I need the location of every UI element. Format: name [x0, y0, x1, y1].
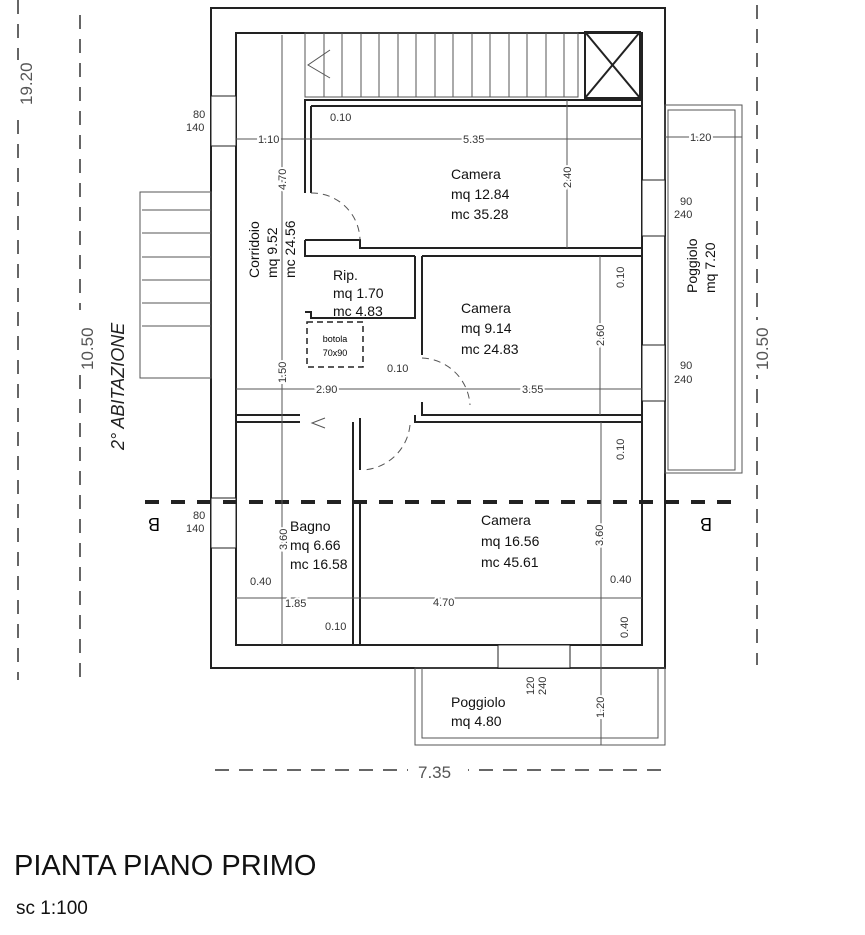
dimension-lines	[236, 35, 742, 745]
window-3-height: 240	[674, 374, 692, 386]
dim-0-40-c: 0.40	[619, 617, 631, 638]
dim-0-10-d: 0.10	[615, 439, 627, 460]
room-area: mq 4.80	[451, 713, 502, 729]
window-1	[210, 95, 237, 147]
room-volume: mc 24.56	[282, 220, 298, 278]
room-volume: mc 45.61	[481, 554, 539, 570]
room-name: Bagno	[290, 518, 331, 534]
dim-1-20-right: 1.20	[690, 132, 711, 144]
window-5-height: 240	[537, 677, 549, 695]
balcony-right	[664, 104, 743, 474]
dim-2-40: 2.40	[562, 167, 574, 188]
room-name: Corridoio	[246, 221, 262, 278]
dim-left-height: 10.50	[78, 327, 97, 370]
window-2-width: 90	[680, 196, 692, 208]
door-swing-camera1	[310, 192, 361, 241]
window-5	[497, 644, 571, 669]
room-volume: mc 35.28	[451, 206, 509, 222]
external-stairs	[139, 191, 212, 379]
room-name: Rip.	[333, 267, 358, 283]
room-ripostiglio: Rip. mq 1.70 mc 4.83	[333, 267, 384, 319]
inner-wall	[235, 32, 643, 646]
door-swing-camera3	[361, 424, 411, 471]
shaft-box	[584, 31, 641, 99]
section-marker-left: B	[148, 514, 160, 534]
room-camera-1: Camera mq 12.84 mc 35.28	[451, 166, 510, 222]
dim-2-60: 2.60	[595, 325, 607, 346]
arrow-icon	[310, 417, 326, 429]
room-area: mq 9.14	[461, 320, 512, 336]
window-1-width: 80	[193, 109, 205, 121]
dim-4-70-h: 4.70	[433, 597, 454, 609]
dim-1-85: 1.85	[285, 598, 306, 610]
botola-hatch	[306, 321, 364, 368]
dim-0-40-b: 0.40	[610, 574, 631, 586]
side-label: 2° ABITAZIONE	[108, 322, 128, 451]
section-marker-right: B	[700, 514, 712, 534]
room-poggiolo-bottom: Poggiolo mq 4.80	[451, 694, 506, 729]
dim-4-70-v: 4.70	[277, 169, 289, 190]
dim-3-55: 3.55	[522, 384, 543, 396]
dim-0-40-a: 0.40	[250, 576, 271, 588]
window-5-width: 120	[525, 677, 537, 695]
window-2	[641, 179, 666, 237]
window-1-height: 140	[186, 122, 204, 134]
dim-1-20-bottom: 1.20	[595, 697, 607, 718]
dim-0-10-b: 0.10	[615, 267, 627, 288]
dim-5-35: 5.35	[463, 134, 484, 146]
room-area: mq 12.84	[451, 186, 510, 202]
room-corridoio: Corridoio mq 9.52 mc 24.56	[246, 220, 298, 278]
dim-right-height: 10.50	[753, 327, 772, 370]
dim-1-10: 1.10	[258, 134, 279, 146]
room-name: Camera	[451, 166, 501, 182]
stair-steps	[307, 33, 565, 97]
dim-2-90: 2.90	[316, 384, 337, 396]
dim-3-60-a: 3.60	[278, 529, 290, 550]
dim-total-height: 19.20	[17, 62, 36, 105]
room-camera-2: Camera mq 9.14 mc 24.83	[461, 300, 519, 357]
window-2-height: 240	[674, 209, 692, 221]
interior-walls	[236, 99, 642, 645]
room-volume: mc 4.83	[333, 303, 383, 319]
dim-bottom-width: 7.35	[418, 763, 451, 782]
room-name: Camera	[461, 300, 511, 316]
room-area: mq 7.20	[702, 242, 718, 293]
room-poggiolo-right: Poggiolo mq 7.20	[684, 238, 718, 293]
room-area: mq 1.70	[333, 285, 384, 301]
dim-3-60-b: 3.60	[594, 525, 606, 546]
dim-0-10-a: 0.10	[330, 112, 351, 124]
window-4-width: 80	[193, 510, 205, 522]
room-area: mq 6.66	[290, 537, 341, 553]
room-bagno: Bagno mq 6.66 mc 16.58	[290, 518, 348, 572]
room-name: Poggiolo	[451, 694, 506, 710]
door-swing-camera2	[421, 357, 471, 406]
staircase	[304, 32, 579, 98]
room-name: Camera	[481, 512, 531, 528]
botola-size: 70x90	[323, 348, 348, 358]
window-4-height: 140	[186, 523, 204, 535]
window-4	[210, 497, 237, 549]
room-camera-3: Camera mq 16.56 mc 45.61	[481, 512, 540, 570]
window-3-width: 90	[680, 360, 692, 372]
window-3	[641, 344, 666, 402]
room-volume: mc 16.58	[290, 556, 348, 572]
room-area: mq 9.52	[264, 227, 280, 278]
botola-label: botola	[323, 334, 348, 344]
plan-scale: sc 1:100	[16, 898, 88, 919]
room-volume: mc 24.83	[461, 341, 519, 357]
plan-title: PIANTA PIANO PRIMO	[14, 850, 317, 882]
room-area: mq 16.56	[481, 533, 540, 549]
dim-0-10-e: 0.10	[325, 621, 346, 633]
dim-1-50: 1.50	[277, 362, 289, 383]
room-name: Poggiolo	[684, 238, 700, 293]
dim-0-10-c: 0.10	[387, 363, 408, 375]
